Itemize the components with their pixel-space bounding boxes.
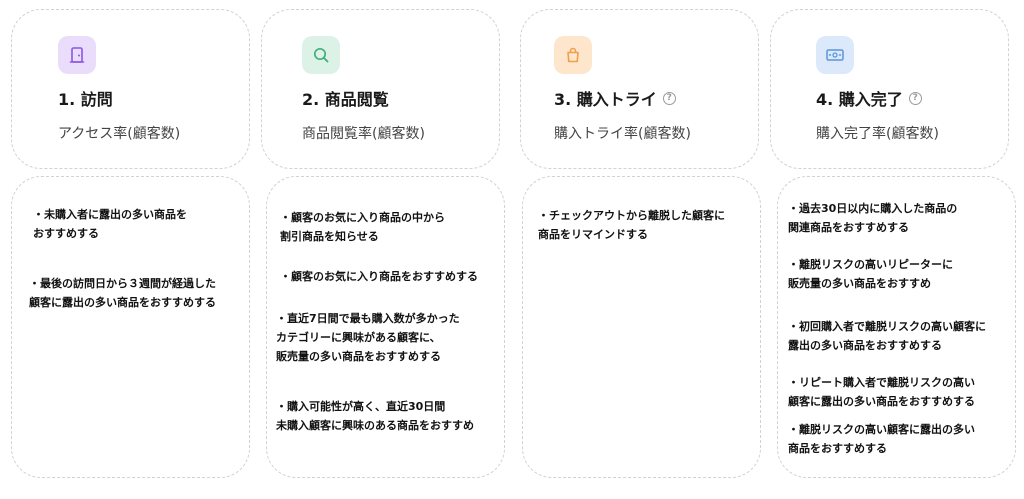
recommendation-item: ・離脱リスクの高いリピーターに 販売量の多い商品をおすすめ [788, 258, 953, 290]
step-title: 4. 購入完了? [816, 86, 922, 110]
step-title-text: 2. 商品閲覧 [302, 90, 389, 109]
step-title-text: 4. 購入完了 [816, 90, 903, 109]
help-icon[interactable]: ? [908, 91, 922, 105]
recommendation-card-purchase-complete: ・過去30日以内に購入した商品の 関連商品をおすすめする ・離脱リスクの高いリピ… [777, 176, 1016, 478]
step-metric: 購入完了率(顧客数) [816, 126, 939, 142]
recommendation-item: ・過去30日以内に購入した商品の 関連商品をおすすめする [788, 202, 958, 234]
step-metric: 商品閲覧率(顧客数) [302, 126, 425, 142]
step-title: 3. 購入トライ? [554, 86, 676, 110]
recommendation-item: ・直近7日間で最も購入数が多かった カテゴリーに興味がある顧客に、 販売量の多い… [276, 312, 460, 363]
step-card-try-purchase: 3. 購入トライ? 購入トライ率(顧客数) [520, 9, 759, 169]
step-metric: 購入トライ率(顧客数) [554, 126, 691, 142]
step-title-text: 1. 訪問 [58, 90, 113, 109]
step-card-purchase-complete: 4. 購入完了? 購入完了率(顧客数) [770, 9, 1009, 169]
step-title: 1. 訪問 [58, 86, 113, 110]
recommendation-item: ・顧客のお気に入り商品の中から 割引商品を知らせる [280, 211, 445, 243]
recommendation-item: ・未購入者に露出の多い商品を おすすめする [33, 208, 187, 240]
recommendation-card-try-purchase: ・チェックアウトから離脱した顧客に 商品をリマインドする [522, 176, 761, 478]
step-card-visit: 1. 訪問 アクセス率(顧客数) [11, 9, 250, 169]
money-icon [816, 36, 854, 74]
step-metric: アクセス率(顧客数) [58, 126, 181, 142]
search-icon [302, 36, 340, 74]
door-icon [58, 36, 96, 74]
recommendation-item: ・リピート購入者で離脱リスクの高い 顧客に露出の多い商品をおすすめする [788, 376, 975, 408]
step-title: 2. 商品閲覧 [302, 86, 389, 110]
recommendation-item: ・最後の訪問日から３週間が経過した 顧客に露出の多い商品をおすすめする [29, 277, 216, 309]
recommendation-card-visit: ・未購入者に露出の多い商品を おすすめする ・最後の訪問日から３週間が経過した … [11, 176, 250, 478]
help-icon[interactable]: ? [662, 91, 676, 105]
step-title-text: 3. 購入トライ [554, 90, 657, 109]
recommendation-item: ・チェックアウトから離脱した顧客に 商品をリマインドする [538, 209, 725, 241]
recommendation-item: ・顧客のお気に入り商品をおすすめする [280, 270, 478, 283]
recommendation-card-browse: ・顧客のお気に入り商品の中から 割引商品を知らせる ・顧客のお気に入り商品をおす… [266, 176, 505, 478]
recommendation-item: ・購入可能性が高く、直近30日間 未購入顧客に興味のある商品をおすすめ [276, 400, 474, 432]
shopping-bag-icon [554, 36, 592, 74]
step-card-browse: 2. 商品閲覧 商品閲覧率(顧客数) [261, 9, 500, 169]
recommendation-item: ・初回購入者で離脱リスクの高い顧客に 露出の多い商品をおすすめする [788, 320, 986, 352]
recommendation-item: ・離脱リスクの高い顧客に露出の多い 商品をおすすめする [788, 423, 975, 455]
